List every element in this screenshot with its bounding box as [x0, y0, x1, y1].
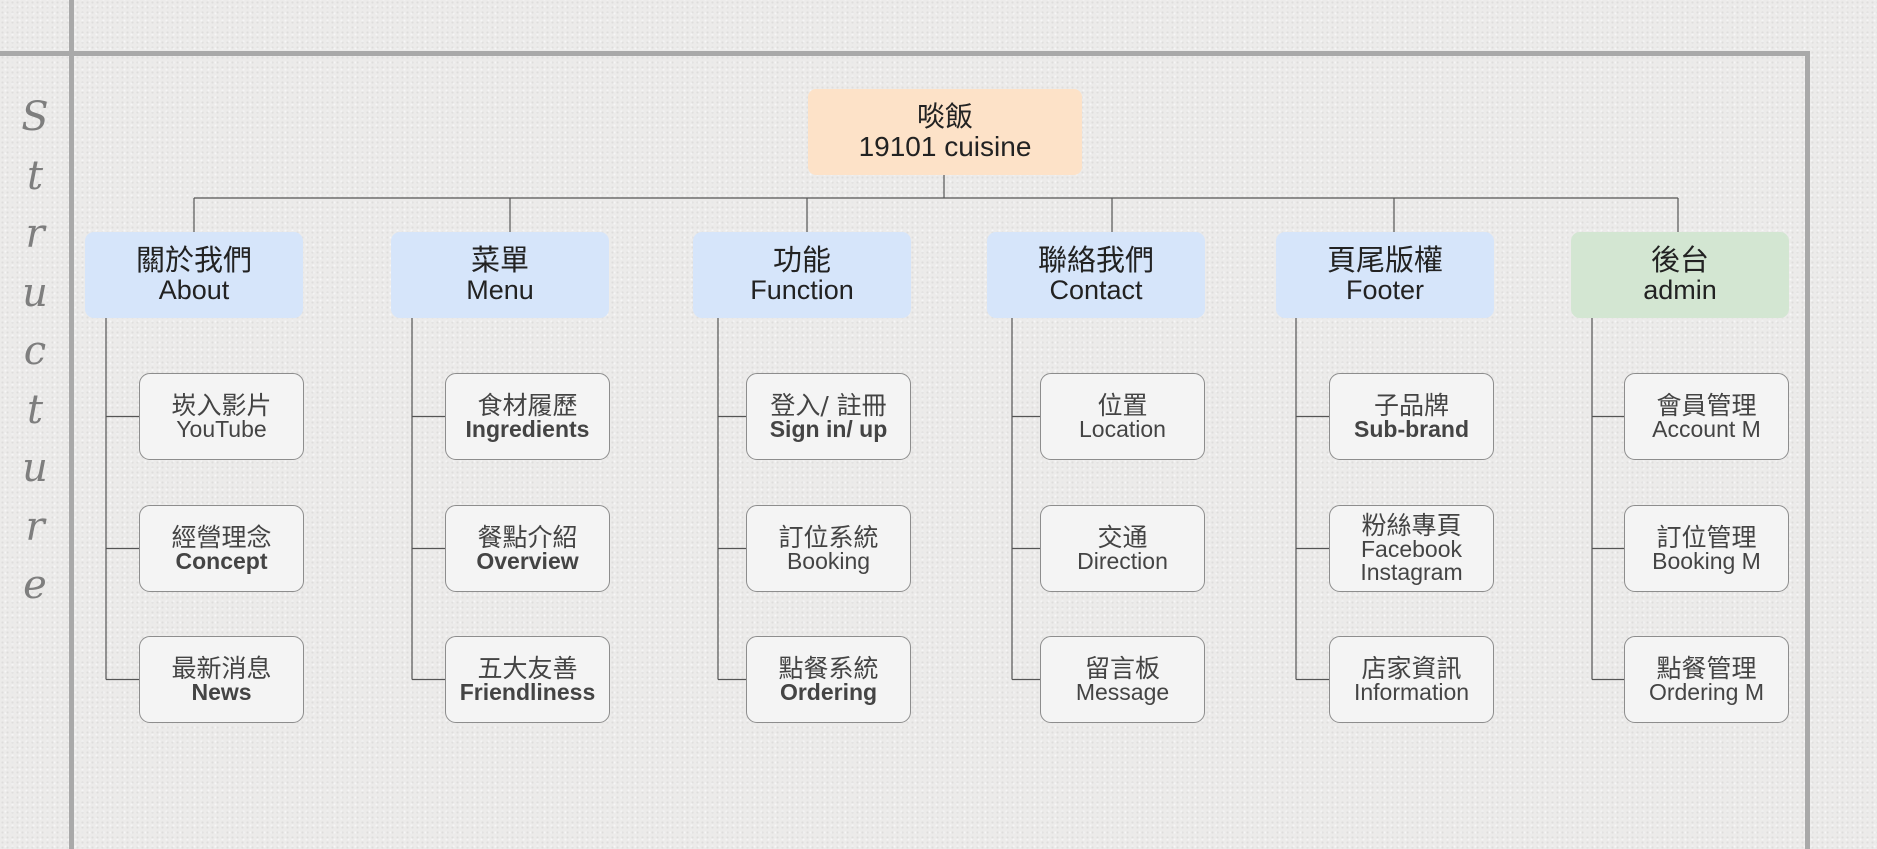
leaf-label-zh: 店家資訊 [1361, 653, 1462, 683]
leaf-label-zh: 會員管理 [1656, 390, 1757, 420]
category-label-zh: 關於我們 [135, 243, 252, 277]
leaf-label-en: Account M [1652, 415, 1761, 442]
leaf-label-zh: 五大友善 [477, 653, 578, 683]
leaf-label-en: News [191, 678, 252, 705]
leaf-label-en: Direction [1077, 547, 1168, 574]
frame-top-line [0, 51, 1810, 56]
leaf-label-en: Sign in/ up [769, 415, 888, 442]
side-title-letter: e [23, 562, 47, 608]
leaf-label-en: Ordering M [1648, 678, 1765, 705]
side-title-letter: u [22, 445, 48, 491]
category-label-zh: 菜單 [470, 243, 529, 277]
leaf-label-zh: 經營理念 [171, 522, 272, 552]
category-label-en: admin [1643, 275, 1717, 305]
category-label-en: About [158, 275, 230, 305]
leaf-label-zh: 餐點介紹 [477, 522, 578, 552]
category-label-zh: 後台 [1650, 243, 1709, 277]
root-label-en: 19101 cuisine [858, 131, 1032, 162]
category-label-en: Menu [466, 275, 534, 305]
category-label-en: Footer [1345, 275, 1425, 305]
leaf-label-zh: 粉絲專頁 [1361, 511, 1462, 540]
leaf-label-zh: 崁入影片 [171, 390, 272, 420]
leaf-label-en: Booking M [1652, 547, 1761, 574]
leaf-label-zh: 點餐系統 [778, 653, 879, 683]
leaf-label-zh: 點餐管理 [1656, 653, 1757, 683]
side-title-letter: c [23, 328, 47, 374]
leaf-label-en: Ordering [779, 678, 878, 705]
leaf-label-zh: 最新消息 [171, 653, 272, 683]
category-label-zh: 聯絡我們 [1037, 243, 1154, 277]
root-label-zh: 啖飯 [916, 100, 973, 133]
root-node: 啖飯 19101 cuisine [808, 89, 1082, 175]
side-title-letter: t [26, 152, 44, 199]
side-title-letter: r [25, 211, 45, 257]
category-label-en: Contact [1049, 275, 1143, 305]
leaf-label-en: Information [1353, 678, 1470, 705]
category-label-zh: 頁尾版權 [1326, 243, 1443, 277]
leaf-label-en: Location [1079, 415, 1166, 442]
leaf-label-zh: 訂位系統 [778, 522, 879, 552]
frame-right-line [1805, 51, 1810, 849]
leaf-label-en: Concept [175, 547, 268, 574]
leaf-label-en: Overview [476, 547, 579, 574]
side-title-letter: r [25, 503, 45, 550]
leaf-label-en: YouTube [176, 415, 267, 442]
side-title-letter: t [26, 386, 44, 433]
frame-left-line [69, 0, 74, 849]
leaf-label-en: Sub-brand [1354, 415, 1469, 442]
leaf-label-zh: 訂位管理 [1656, 522, 1757, 552]
leaf-label-zh: 子品牌 [1373, 390, 1449, 420]
leaf-label-en: Friendliness [459, 678, 596, 705]
category-label-zh: 功能 [772, 243, 831, 277]
leaf-label-zh: 留言板 [1084, 653, 1160, 683]
side-title: S t r u c t u r e [12, 88, 58, 615]
side-title-letter: u [22, 269, 48, 316]
leaf-label-en: Message [1075, 678, 1170, 705]
leaf-label-zh: 食材履歷 [477, 390, 578, 420]
leaf-label-zh: 位置 [1097, 390, 1148, 420]
leaf-label-en: Facebook Instagram [1360, 536, 1463, 585]
category-label-en: Function [750, 275, 854, 305]
leaf-label-zh: 登入/ 註冊 [770, 390, 887, 420]
leaf-label-en: Ingredients [465, 415, 590, 442]
leaf-label-zh: 交通 [1097, 522, 1148, 552]
leaf-label-en: Booking [786, 547, 871, 574]
side-title-letter: S [21, 94, 49, 140]
